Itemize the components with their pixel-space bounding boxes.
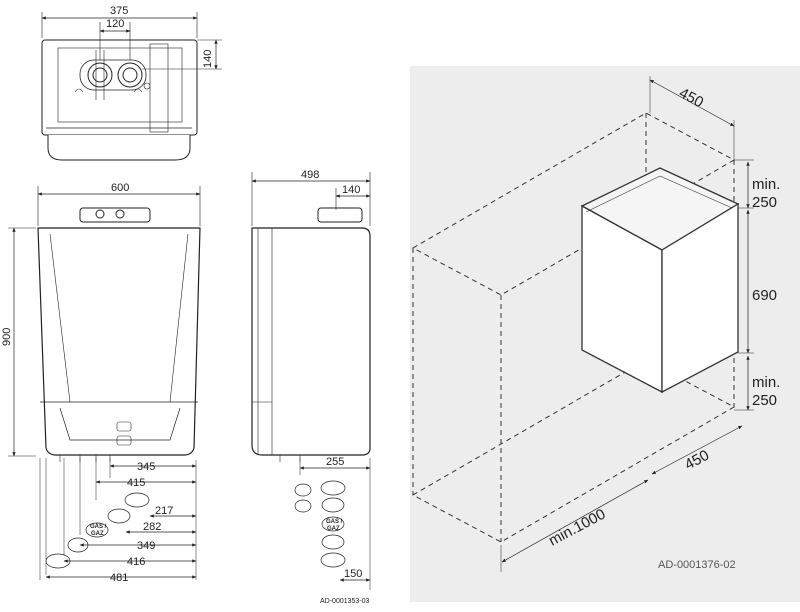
clearance-dimensions <box>500 76 754 572</box>
front-bottom-dim-6: 416 <box>127 556 145 568</box>
front-width-dim: 600 <box>111 182 129 194</box>
front-bottom-dim-2: 415 <box>127 477 145 489</box>
side-depth-dim: 498 <box>301 169 319 181</box>
clearance-bottom-gap: 250 <box>752 392 777 409</box>
front-bottom-dim-1: 345 <box>137 461 155 473</box>
top-spacing-dim: 120 <box>106 18 124 30</box>
side-gas-label-1: GAS / <box>326 519 343 525</box>
top-view <box>41 12 222 161</box>
front-height-dim: 900 <box>1 328 13 346</box>
side-view <box>251 172 371 590</box>
clearance-min-top-label: min. <box>752 176 780 193</box>
side-gas-label-2: GAZ <box>327 526 340 532</box>
front-gas-label-1: GAS / <box>90 524 107 530</box>
side-bottom-dim-2: 150 <box>344 568 362 580</box>
front-bottom-dim-7: 481 <box>110 572 128 584</box>
clearance-appliance <box>580 167 740 394</box>
front-bottom-dim-5: 349 <box>137 540 155 552</box>
top-depth-dim: 140 <box>202 50 214 68</box>
front-bottom-dim-4: 282 <box>143 521 161 533</box>
side-drawing-code: AD-0001353-03 <box>320 598 370 605</box>
front-gas-label-2: GAZ <box>91 531 104 537</box>
top-width-dim: 375 <box>110 5 128 17</box>
clearance-min-bottom-label: min. <box>752 374 780 391</box>
front-view <box>8 186 201 580</box>
side-bottom-dim-1: 255 <box>326 456 344 468</box>
front-bottom-dim-3: 217 <box>155 505 173 517</box>
side-offset-dim: 140 <box>342 184 360 196</box>
clearance-top-gap: 250 <box>752 194 777 211</box>
clearance-height: 690 <box>752 287 777 304</box>
clearance-drawing-code: AD-0001376-02 <box>658 559 736 571</box>
